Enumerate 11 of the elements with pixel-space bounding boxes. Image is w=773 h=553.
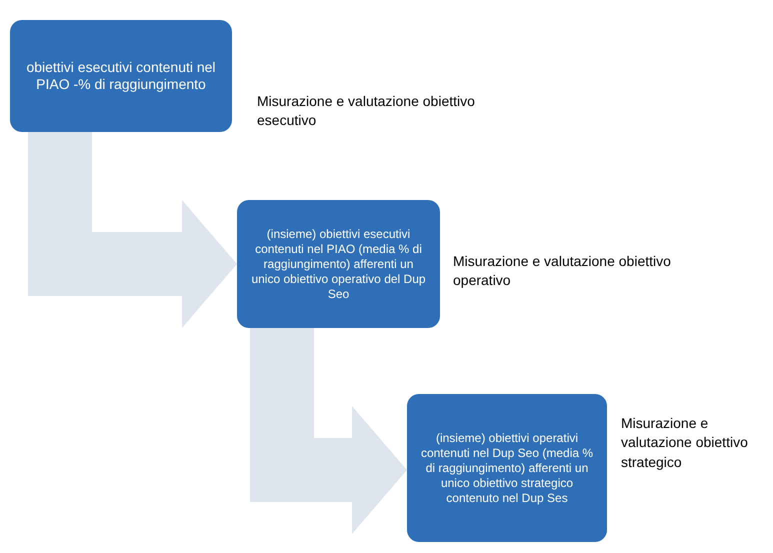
process-box — [407, 394, 607, 542]
description-text: Misurazione e valutazione obiettivo esecutivo — [257, 92, 476, 130]
process-box — [10, 20, 232, 132]
description-text: Misurazione e valutazione obiettivo operativo — [453, 252, 672, 290]
box-text: (insieme) obiettivi operativi contenuti nel Dup Seo (media % di raggiungimento) afferenti un unico obiettivo strategico contenuto nel Dup Ses — [420, 430, 594, 506]
box-text: (insieme) obiettivi esecutivi contenuti nel PIAO (media % di raggiungimento) afferenti un unico obiettivo operativo del Dup Seo — [250, 226, 427, 302]
bent-arrow — [28, 132, 237, 328]
bent-arrow — [250, 328, 407, 534]
description-text: Misurazione e valutazione obiettivo strategico — [621, 414, 749, 472]
box-text: obiettivi esecutivi contenuti nel PIAO -% di raggiungimento — [25, 58, 217, 94]
process-box — [237, 200, 440, 328]
